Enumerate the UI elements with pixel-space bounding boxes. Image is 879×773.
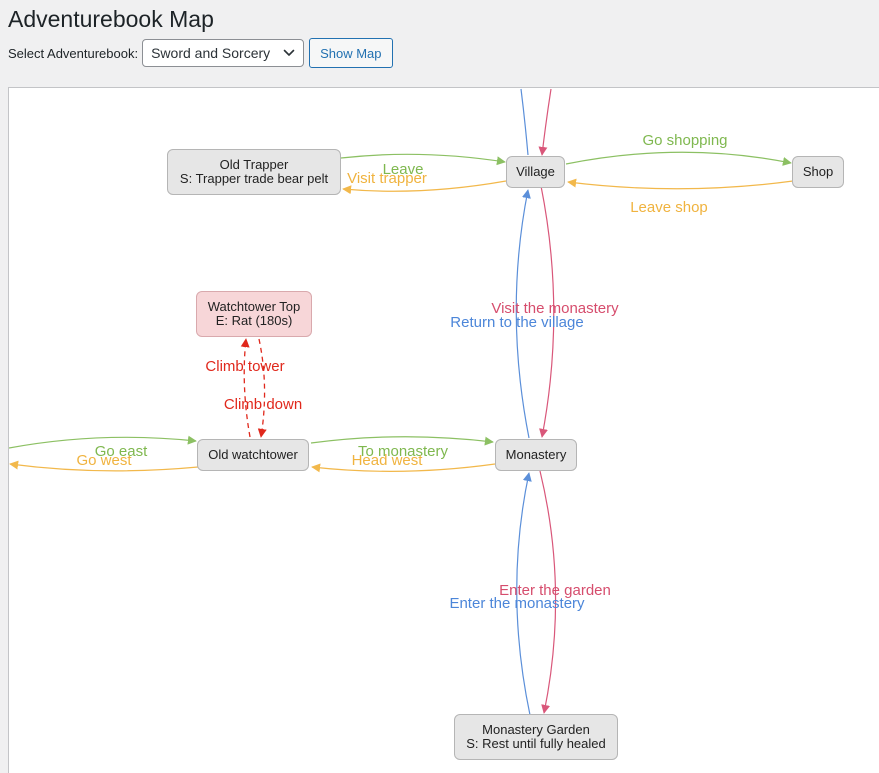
node-shop[interactable]: Shop [792,156,844,188]
node-monastery-title: Monastery [505,447,567,462]
edge-label-leave: Leave [382,161,424,178]
node-old-watchtower-title: Old watchtower [208,447,298,462]
edge-visit-monastery [539,185,555,438]
node-watchtower-top-detail: E: Rat (180s) [215,313,293,328]
edge-label-go-east: Go east [94,443,148,460]
edge-label-head-west: Head west [351,452,423,469]
page-title: Adventurebook Map [8,6,214,32]
edge-head-west [311,463,496,473]
node-old-watchtower[interactable]: Old watchtower [197,439,309,471]
edge-label-go-shopping: Go shopping [642,132,728,149]
show-map-button[interactable]: Show Map [309,38,393,68]
toolbar: Select Adventurebook: Sword and Sorcery … [8,38,393,68]
edge-to-monastery [310,436,494,446]
node-village-title: Village [516,164,555,179]
node-monastery-garden-title: Monastery Garden [482,722,590,737]
map-edges [9,88,794,716]
edge-go-shopping [565,151,792,166]
edge-label-go-west: Go west [76,452,132,469]
node-shop-title: Shop [802,164,834,179]
node-old-trapper[interactable]: Old Trapper S: Trapper trade bear pelt [167,149,341,195]
edge-return-village [515,189,531,439]
node-old-trapper-title: Old Trapper [219,157,289,172]
chevron-down-icon [283,49,295,56]
edge-climb-tower [240,338,251,438]
edge-label-visit-trapper: Visit trapper [347,170,427,187]
select-adventurebook-label: Select Adventurebook: [8,45,139,61]
edge-visit-trapper [342,180,507,195]
edge-label-to-monastery: To monastery [357,443,449,460]
edge-label-return-village: Return to the village [450,314,584,331]
adventurebook-select-value: Sword and Sorcery [151,45,271,61]
node-monastery-garden[interactable]: Monastery Garden S: Rest until fully hea… [454,714,618,760]
node-watchtower-top[interactable]: Watchtower Top E: Rat (180s) [196,291,312,337]
edge-incoming-pink [538,88,552,156]
edge-label-enter-monastery: Enter the monastery [449,595,585,612]
edge-leave [340,153,506,166]
edge-leave-shop [567,178,794,190]
node-old-trapper-detail: S: Trapper trade bear pelt [179,171,329,186]
adventurebook-select[interactable]: Sword and Sorcery [142,39,305,67]
edge-enter-monastery [516,472,532,716]
edge-go-west [9,460,199,472]
node-village[interactable]: Village [506,156,565,188]
edge-label-climb-down: Climb down [223,396,303,413]
node-monastery[interactable]: Monastery [495,439,577,471]
adventure-map-canvas[interactable]: Village Shop Old Trapper S: Trapper trad… [8,87,879,773]
edge-label-enter-garden: Enter the garden [499,582,611,599]
edge-climb-down [257,338,267,438]
edge-label-visit-monastery: Visit the monastery [491,300,619,317]
node-monastery-garden-detail: S: Rest until fully healed [466,736,606,751]
edge-enter-garden [539,470,557,714]
edge-label-climb-tower: Climb tower [205,358,285,375]
edge-label-leave-shop: Leave shop [630,199,708,216]
edge-go-east [9,435,197,449]
edge-incoming-blue [520,88,529,156]
node-watchtower-top-title: Watchtower Top [207,299,301,314]
